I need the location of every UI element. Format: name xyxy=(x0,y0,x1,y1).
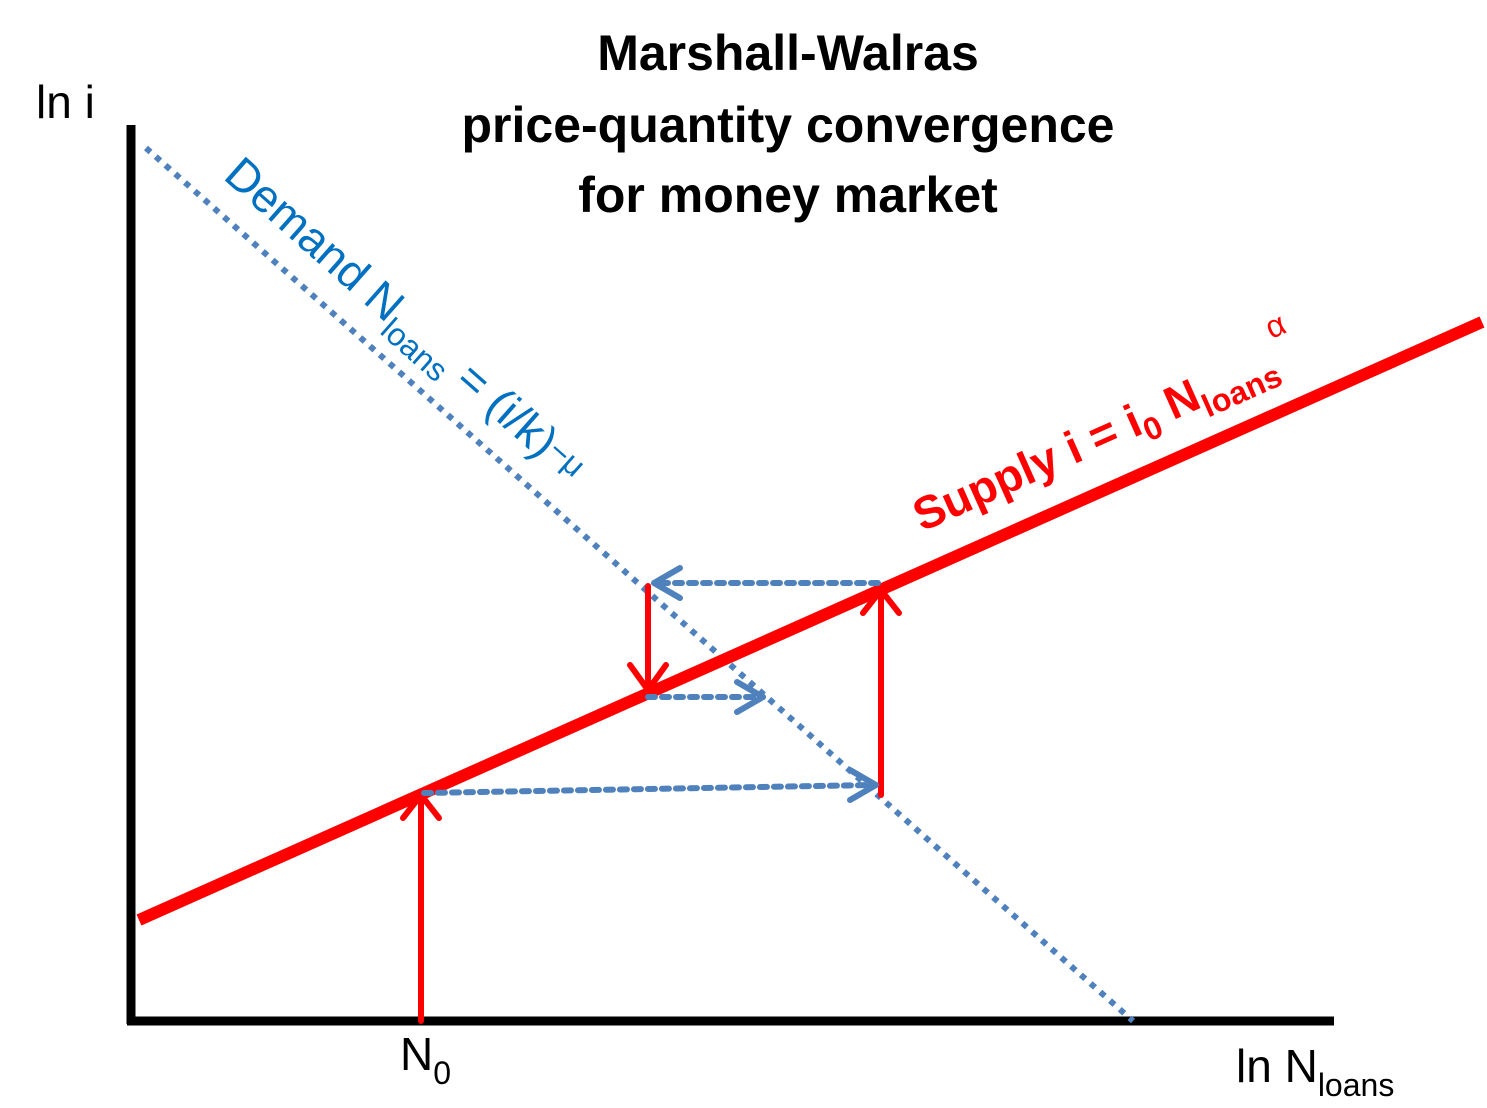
title-line-2: price-quantity convergence xyxy=(462,97,1115,153)
cobweb-horizontal-arrows xyxy=(421,565,881,803)
demand-label-post: = (i/k) xyxy=(437,343,568,467)
demand-curve xyxy=(144,145,1135,1024)
x-tick-n0: N0 xyxy=(400,1028,451,1091)
x-axis-label: ln Nloans xyxy=(1236,1040,1394,1103)
x-axis-label-main: ln N xyxy=(1236,1040,1318,1092)
x-axis-label-sub: loans xyxy=(1318,1067,1395,1103)
x-tick-n0-sub: 0 xyxy=(433,1055,451,1091)
supply-label-sup: α xyxy=(1259,305,1291,345)
red-arrow-up-from-n0 xyxy=(400,792,442,1024)
x-tick-n0-main: N xyxy=(400,1028,433,1080)
red-arrow-up-to-supply xyxy=(860,587,902,798)
blue-arrow-right-lower xyxy=(421,767,879,803)
red-arrow-down-to-supply xyxy=(627,583,669,693)
blue-arrow-right-middle xyxy=(645,679,766,715)
blue-arrow-left-upper xyxy=(651,565,881,601)
y-axis-label: ln i xyxy=(36,76,95,128)
cobweb-vertical-arrows xyxy=(400,583,902,1024)
title-line-3: for money market xyxy=(578,167,998,223)
supply-curve xyxy=(136,316,1485,926)
demand-label: Demand Nloans = (i/k)−μ xyxy=(209,147,596,499)
title-line-1: Marshall-Walras xyxy=(597,25,979,81)
